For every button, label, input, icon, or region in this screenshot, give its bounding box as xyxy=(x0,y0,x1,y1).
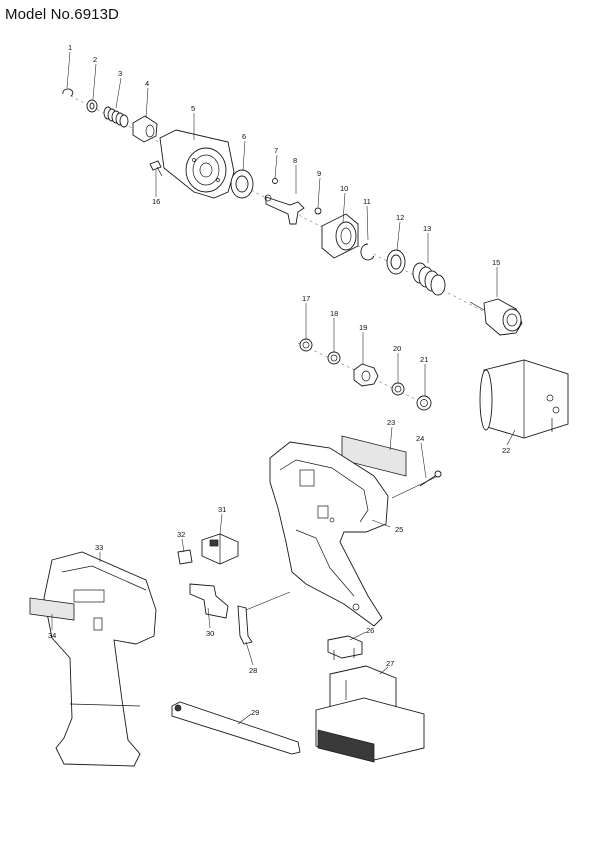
part-label-12: 12 xyxy=(396,213,404,222)
part-8-spindle xyxy=(264,194,305,225)
part-label-33: 33 xyxy=(95,543,103,552)
part-11-ring-spring xyxy=(360,243,375,261)
part-label-2: 2 xyxy=(93,55,97,64)
part-label-19: 19 xyxy=(359,323,367,332)
part-label-34: 34 xyxy=(48,631,56,640)
part-17-bearing xyxy=(299,338,313,352)
part-label-29: 29 xyxy=(251,708,259,717)
part-34-label xyxy=(29,597,75,621)
part-4-sleeve xyxy=(132,115,158,143)
part-33-housing xyxy=(43,551,157,767)
part-label-31: 31 xyxy=(218,505,226,514)
part-label-11: 11 xyxy=(363,197,371,206)
part-25-housing xyxy=(269,441,389,627)
part-19-planet-gear xyxy=(353,363,379,387)
part-label-23: 23 xyxy=(387,418,395,427)
part-label-27: 27 xyxy=(386,659,394,668)
part-27-battery xyxy=(315,665,425,763)
part-24-screw xyxy=(419,470,442,487)
part-label-24: 24 xyxy=(416,434,424,443)
part-18-bearing xyxy=(327,351,341,365)
part-label-20: 20 xyxy=(393,344,401,353)
part-label-7: 7 xyxy=(274,146,278,155)
part-9-steel-ball xyxy=(314,207,322,215)
part-label-25: 25 xyxy=(395,525,403,534)
part-16-screw xyxy=(149,160,163,177)
part-3-spring xyxy=(103,106,129,128)
part-label-28: 28 xyxy=(249,666,257,675)
part-label-18: 18 xyxy=(330,309,338,318)
part-label-3: 3 xyxy=(118,69,122,78)
part-29-strap xyxy=(171,701,301,755)
part-label-8: 8 xyxy=(293,156,297,165)
part-label-22: 22 xyxy=(502,446,510,455)
leader-lines xyxy=(51,51,516,725)
part-label-17: 17 xyxy=(302,294,310,303)
part-labels: 1 2 3 4 5 6 7 8 9 10 11 12 13 15 16 17 1… xyxy=(48,43,510,717)
part-label-4: 4 xyxy=(145,79,149,88)
part-label-6: 6 xyxy=(242,132,246,141)
part-23-name-plate xyxy=(341,435,407,477)
part-label-26: 26 xyxy=(366,626,374,635)
part-label-15: 15 xyxy=(492,258,500,267)
part-20-bearing xyxy=(391,382,405,396)
part-30-lever xyxy=(189,583,229,619)
part-label-5: 5 xyxy=(191,104,195,113)
part-2-washer xyxy=(86,99,98,113)
part-22-motor xyxy=(479,359,569,439)
part-26-terminal xyxy=(327,635,363,660)
part-10-internal-gear xyxy=(321,213,359,259)
part-label-16: 16 xyxy=(152,197,160,206)
part-label-32: 32 xyxy=(177,530,185,539)
part-7-steel-ball xyxy=(272,178,278,184)
part-label-30: 30 xyxy=(206,629,214,638)
part-28-link xyxy=(237,605,253,645)
part-label-10: 10 xyxy=(340,184,348,193)
part-13-spring xyxy=(412,262,446,296)
part-12-washer xyxy=(386,249,406,275)
model-title: Model No.6913D xyxy=(5,6,119,23)
part-label-13: 13 xyxy=(423,224,431,233)
part-label-21: 21 xyxy=(420,355,428,364)
part-label-1: 1 xyxy=(68,43,72,52)
part-21-bearing xyxy=(416,395,432,411)
part-label-9: 9 xyxy=(317,169,321,178)
part-6-ring xyxy=(230,169,254,199)
part-32-plate xyxy=(177,549,193,565)
part-1-retaining-ring xyxy=(62,88,74,97)
part-5-gear-housing xyxy=(159,129,235,199)
part-15-gear-carrier xyxy=(469,298,523,336)
part-31-switch xyxy=(201,533,239,565)
